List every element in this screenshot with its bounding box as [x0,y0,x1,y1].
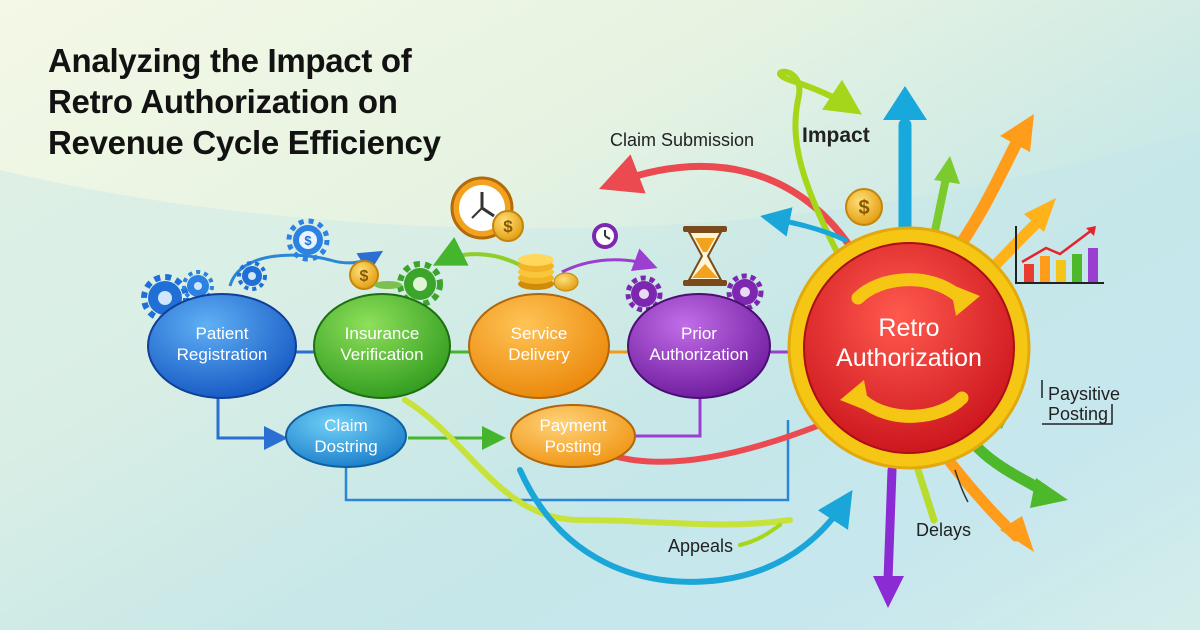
bar-chart-icon [1015,226,1104,284]
arrow-down-purple [883,465,897,585]
label-delays: Delays [916,520,971,540]
node-label: Patient [196,324,249,343]
label-claim-submission: Claim Submission [610,130,754,150]
node-label: Dostring [314,437,377,456]
node-insurance-verification: Insurance Verification [313,293,451,399]
appeals-teal-arrow [517,467,853,585]
connector-claim-to-retro [344,420,790,502]
node-retro-authorization: Retro Authorization [787,226,1031,470]
node-label: Service [511,324,568,343]
gear-icon [625,275,663,313]
node-service-delivery: Service Delivery [468,293,610,399]
page-title: Analyzing the Impact of Retro Authorizat… [48,40,441,163]
dollar-coin-icon: $ [492,210,524,242]
impact-loop-arrow [777,68,862,261]
svg-text:$: $ [304,233,312,248]
retro-to-payment-arrow [607,422,823,465]
node-label: Claim [324,416,367,435]
arrow-up-green-head [934,156,960,184]
node-payment-posting: Payment Posting [510,404,636,468]
coin-stack-icon [518,254,579,292]
gear-icon [726,273,764,311]
title-line-2: Retro Authorization on [48,83,398,120]
gear-icon: $ [286,218,330,262]
teal-back-arrow [760,207,848,243]
cycle-arrow-bottom [855,391,969,423]
svg-text:$: $ [503,217,513,236]
connector-delivery-to-verification [432,236,521,267]
small-clock-icon [592,223,618,249]
cycle-arrow-bottom-head [840,380,870,412]
title-line-1: Analyzing the Impact of [48,42,412,79]
node-label: Delivery [508,345,570,364]
arrow-down-purple-head [873,576,904,608]
svg-text:$: $ [858,197,869,219]
title-line-3: Revenue Cycle Efficiency [48,124,441,161]
cycle-arrow-top-head [950,284,980,316]
node-label: Payment [539,416,606,435]
node-prior-authorization: Prior Authorization [627,293,771,399]
cycle-arrow-top [851,273,965,305]
delays-pointer-line [954,469,969,503]
gear-icon [182,270,214,302]
hourglass-icon [683,226,727,286]
appeals-lime-arrow [402,397,793,528]
node-label: Posting [545,437,602,456]
node-patient-registration: Patient Registration [147,293,297,399]
gear-icon [237,261,267,291]
gear-icon [397,261,443,307]
label-paysitive-posting-2: Posting [1048,404,1108,424]
dollar-coin-icon: $ [349,260,402,290]
node-label: Authorization [836,344,982,372]
arrow-down-orange-head [1000,516,1034,552]
claim-submission-arrow [598,154,864,266]
node-claim-dostring: Claim Dostring [285,404,407,468]
flow-arrows [402,68,864,585]
node-label: Retro [878,314,939,342]
node-label: Registration [177,345,268,364]
connector-registration-to-claim [216,390,288,450]
appeals-pointer-arrow [738,523,782,547]
dollar-coin-icon: $ [845,188,883,226]
node-label: Authorization [649,345,748,364]
label-appeals: Appeals [668,536,733,556]
node-label: Insurance [345,324,420,343]
arrow-down-green-head [1030,478,1068,508]
arrow-up-orange-head [1000,114,1034,152]
paysitive-bracket-bottom [1042,404,1113,425]
svg-text:$: $ [360,268,369,285]
arrow-right-yellow-head [1024,198,1056,232]
arrow-down-lime [914,466,938,524]
node-label: Verification [340,345,423,364]
label-impact: Impact [802,124,870,147]
label-paysitive-posting: Paysitive [1048,384,1120,404]
arrow-up-teal-head [883,86,927,120]
connector-delivery-to-prior [561,248,658,274]
node-label: Prior [681,324,717,343]
